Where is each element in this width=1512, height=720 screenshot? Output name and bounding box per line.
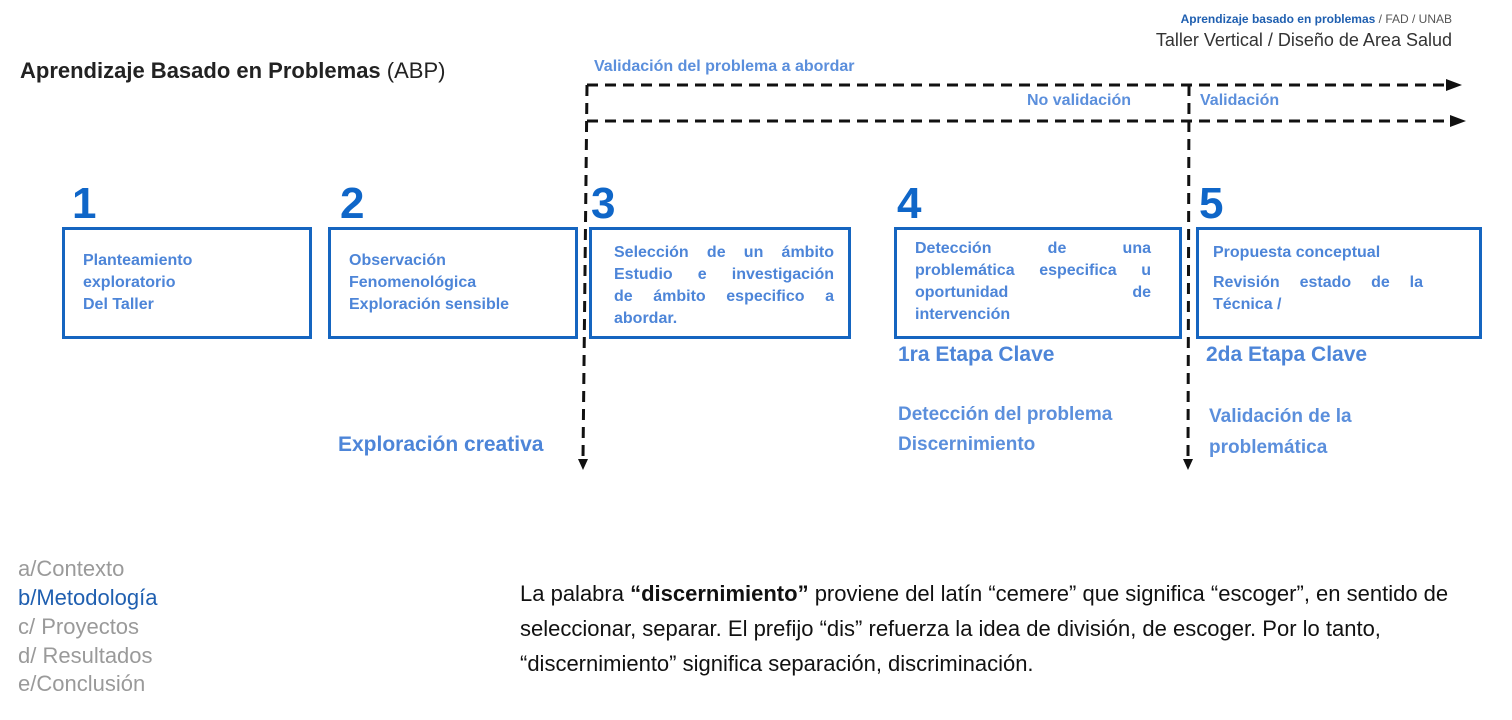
first-key-stage: 1ra Etapa Clave: [898, 343, 1055, 366]
nav-item-proyectos[interactable]: c/ Proyectos: [18, 614, 140, 639]
step-1-line: exploratorio: [83, 274, 176, 291]
step3-down-line: [581, 84, 589, 459]
step-4-line: intervención: [915, 306, 1011, 323]
nav-item-contexto[interactable]: a/Contexto: [18, 556, 125, 581]
step-box-2: Observación Fenomenológica Exploración s…: [328, 227, 578, 339]
validation-short-label: Validación: [1200, 92, 1280, 109]
nav-item-resultados[interactable]: d/ Resultados: [18, 643, 153, 668]
second-key-stage: 2da Etapa Clave: [1206, 343, 1368, 366]
step-number-3: 3: [591, 179, 616, 228]
step5-down-line: [1186, 84, 1191, 459]
step-1-line: Del Taller: [83, 296, 154, 313]
step-1-line: Planteamiento: [83, 252, 193, 269]
validation-note-line2: problemática: [1209, 437, 1328, 458]
course-faculty: / FAD / UNAB: [1375, 12, 1452, 26]
nav-item-metodologia[interactable]: b/Metodología: [18, 585, 158, 610]
discernment-note: Discernimiento: [898, 434, 1036, 455]
page-title-suffix: (ABP): [380, 58, 446, 83]
step-number-1: 1: [72, 179, 97, 228]
step3-arrowhead: [578, 459, 588, 470]
detection-note: Detección del problema: [898, 404, 1113, 425]
paragraph-body: proviene del latín “cemere” que signific…: [520, 581, 1449, 676]
exploration-note: Exploración creativa: [338, 433, 544, 456]
step-4-line: Detección de una: [915, 240, 1151, 257]
step-number-5: 5: [1199, 179, 1224, 228]
course-header: Aprendizaje basado en problemas / FAD / …: [1181, 12, 1452, 26]
step-3-line: abordar.: [614, 310, 678, 327]
validation-label: Validación del problema a abordar: [594, 58, 855, 75]
step-number-4: 4: [897, 179, 922, 228]
paragraph-intro: La palabra: [520, 581, 631, 606]
step-box-3: Selección de un ámbito Estudio e investi…: [589, 227, 851, 339]
page-title: Aprendizaje Basado en Problemas (ABP): [20, 58, 445, 84]
no-validation-arrowhead: [1450, 115, 1466, 127]
course-name: Aprendizaje basado en problemas: [1180, 12, 1376, 26]
validation-arrowhead: [1446, 79, 1462, 91]
paragraph-emphasis: “discernimiento”: [630, 581, 809, 606]
no-validation-label: No validación: [1027, 92, 1132, 109]
step-3-line: Estudio e investigación: [614, 266, 834, 283]
step-3-line: de ámbito especifico a: [614, 288, 834, 305]
step-3-line: Selección de un ámbito: [614, 244, 834, 261]
step5-arrowhead: [1183, 459, 1193, 470]
step-box-1: Planteamiento exploratorio Del Taller: [62, 227, 312, 339]
definition-paragraph: La palabra “discernimiento” proviene del…: [520, 576, 1510, 681]
validation-note-line1: Validación de la: [1209, 406, 1352, 427]
step-4-line: oportunidad de: [915, 284, 1151, 301]
step-number-2: 2: [340, 179, 365, 228]
step-2-line: Observación: [349, 252, 446, 269]
step-5-line: Técnica /: [1213, 296, 1282, 313]
step-2-line: Exploración sensible: [349, 296, 510, 313]
step-5-line: Revisión estado de la: [1213, 274, 1423, 291]
page-title-main: Aprendizaje Basado en Problemas: [20, 58, 381, 83]
step-5-line: Propuesta conceptual: [1213, 244, 1381, 261]
step-box-5: Propuesta conceptual Revisión estado de …: [1196, 227, 1482, 339]
step-box-4: Detección de una problemática especifica…: [894, 227, 1182, 339]
step-2-line: Fenomenológica: [349, 274, 477, 291]
step-4-line: problemática especifica u: [915, 262, 1151, 279]
course-subtitle: Taller Vertical / Diseño de Area Salud: [1155, 30, 1452, 50]
nav-item-conclusion[interactable]: e/Conclusión: [18, 671, 146, 696]
